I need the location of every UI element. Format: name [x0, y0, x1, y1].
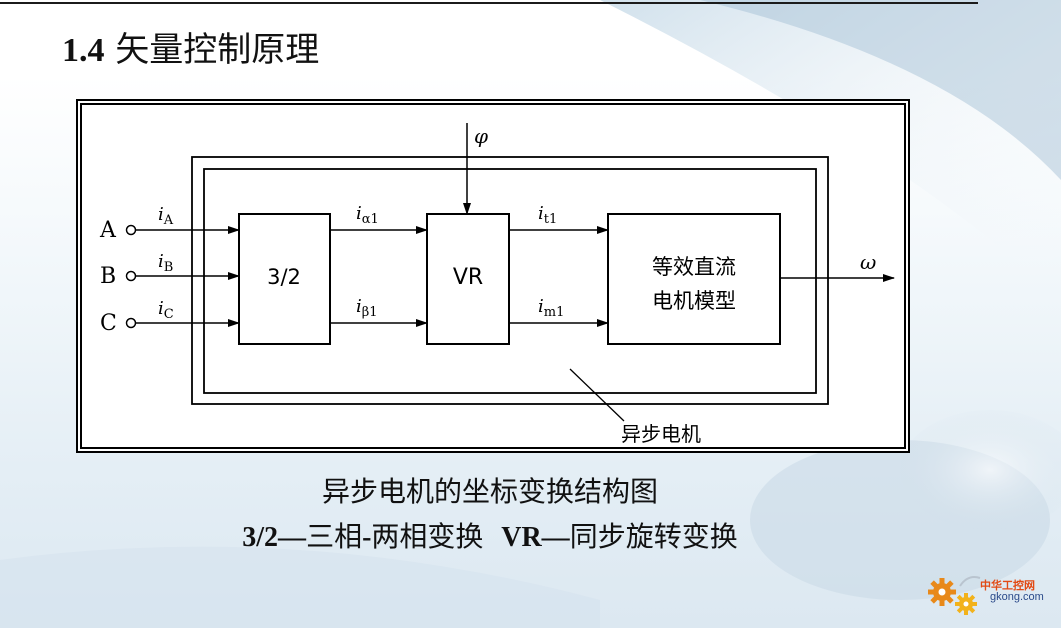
block-3-2 [238, 213, 331, 345]
block-motor-label-line2: 电机模型 [652, 289, 736, 313]
input-terminal-b: B [100, 264, 240, 289]
coordinate-transform-diagram: 3/2 VR 等效直流 电机模型 A B C iA iB iC iα1 iβ1 … [99, 123, 895, 446]
figure-caption: 异步电机的坐标变换结构图 [321, 475, 658, 508]
block-3-2-label: 3/2 [267, 265, 301, 289]
input-label-b: B [100, 264, 116, 289]
legend-32-dash: - [362, 522, 372, 553]
motor-region-leader-line [569, 368, 625, 422]
current-label-i-m1: im1 [538, 296, 564, 320]
legend-vr-desc: 同步旋转变换 [569, 520, 738, 553]
legend-32-desc-a: 三相 [306, 520, 363, 553]
input-terminal-c: C [100, 311, 240, 336]
current-label-ia: iA [158, 204, 174, 228]
omega-label: ω [860, 250, 876, 274]
logo-text-en: gkong.com [990, 591, 1044, 603]
figure-legend: 3/2—三相-两相变换 VR—同步旋转变换 [0, 515, 990, 555]
block-vr-label: VR [453, 265, 483, 290]
legend-32-key: 3/2— [242, 522, 307, 553]
block-motor-label-line1: 等效直流 [652, 255, 736, 279]
input-terminal-a: A [99, 218, 240, 243]
motor-region-label: 异步电机 [621, 422, 701, 446]
gear-icon-large [928, 578, 956, 606]
legend-vr-key: VR— [501, 522, 570, 553]
input-label-c: C [100, 311, 117, 336]
slide-title: 1.4 矢量控制原理 [62, 22, 319, 71]
phi-label: φ [474, 124, 488, 148]
current-label-ic: iC [158, 298, 174, 322]
logo-swoosh-icon [959, 576, 981, 587]
current-label-i-alpha1: iα1 [356, 203, 379, 227]
gkong-logo [928, 576, 981, 615]
input-label-a: A [99, 218, 117, 243]
motor-region-inner-border [203, 168, 817, 394]
title-number: 1.4 [62, 32, 105, 69]
block-equivalent-dc-motor [607, 213, 781, 345]
logo-text-cn: 中华工控网 [980, 580, 1035, 592]
motor-region-outer-border [191, 156, 829, 405]
current-label-i-beta1: iβ1 [356, 296, 378, 320]
title-text: 矢量控制原理 [115, 30, 320, 70]
current-label-ib: iB [158, 251, 173, 275]
legend-32-desc-b: 两相变换 [371, 520, 484, 553]
gear-icon-small [955, 593, 977, 615]
top-rule [0, 2, 978, 4]
current-label-i-t1: it1 [538, 203, 557, 227]
